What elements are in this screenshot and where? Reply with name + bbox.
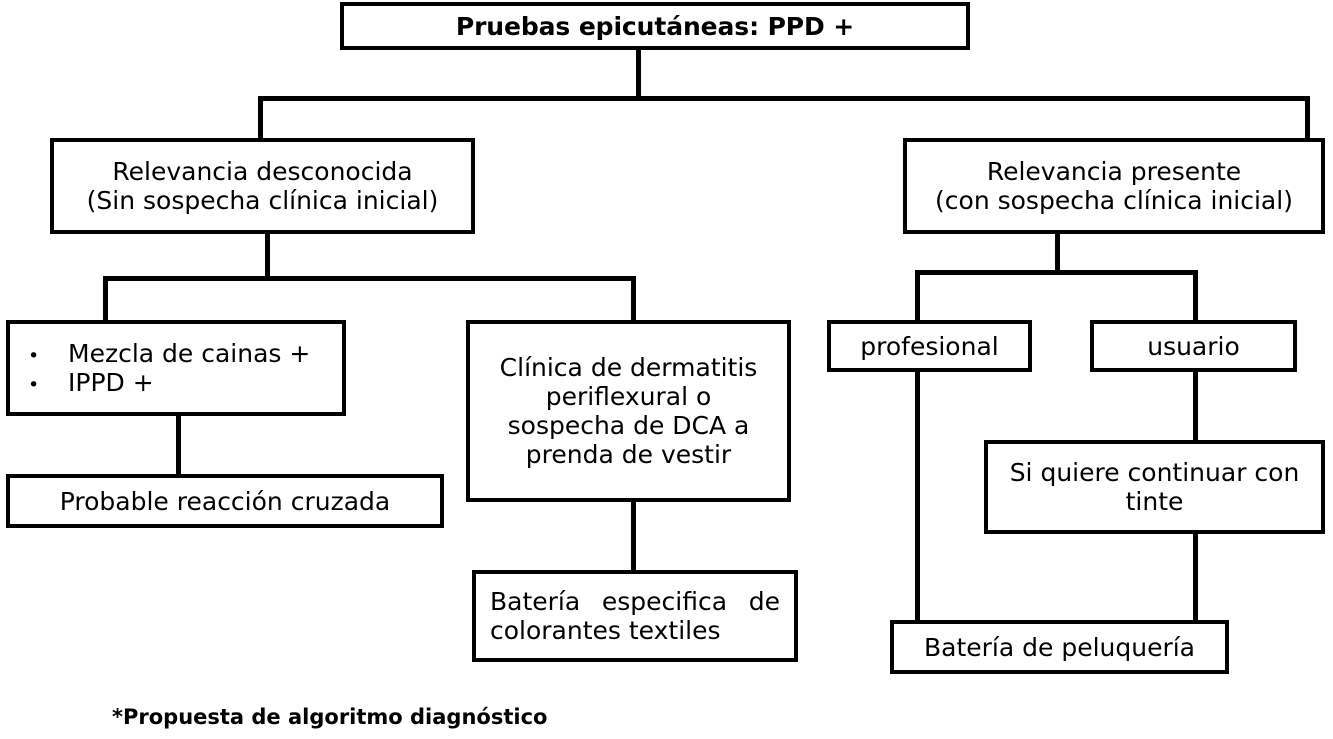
node-user-text: usuario bbox=[1147, 331, 1240, 361]
list-item: • Mezcla de cainas + bbox=[28, 339, 310, 368]
connector-left-sub-bus bbox=[103, 276, 636, 281]
bullet-item-text: Mezcla de cainas + bbox=[68, 339, 311, 368]
node-clinic-dermatitis-line2: periflexural o bbox=[545, 382, 712, 411]
node-relevance-unknown-line1: Relevancia desconocida bbox=[112, 157, 413, 186]
node-title-text: Pruebas epicutáneas: PPD + bbox=[455, 11, 855, 41]
node-relevance-present-line2: (con sospecha clínica inicial) bbox=[935, 186, 1293, 215]
node-professional[interactable]: profesional bbox=[827, 320, 1032, 372]
node-user[interactable]: usuario bbox=[1090, 320, 1297, 372]
connector-professional-to-hairdressing bbox=[915, 372, 920, 622]
connector-left-bus-to-clinic bbox=[631, 276, 636, 322]
connector-continue-dye-to-hairdressing bbox=[1193, 534, 1198, 622]
node-clinic-dermatitis-line4: prenda de vestir bbox=[525, 440, 732, 469]
node-clinic-dermatitis[interactable]: Clínica de dermatitis periflexural o sos… bbox=[466, 320, 791, 502]
node-relevance-unknown[interactable]: Relevancia desconocida (Sin sospecha clí… bbox=[50, 138, 475, 234]
node-continue-with-dye-line1: Si quiere continuar con bbox=[1009, 458, 1300, 487]
connector-clinic-to-textile-battery bbox=[631, 500, 636, 572]
connector-title-stem bbox=[636, 50, 641, 100]
connector-bus-to-right-branch bbox=[1305, 96, 1310, 141]
connector-right-bus-to-professional bbox=[915, 270, 920, 322]
node-probable-cross-reaction[interactable]: Probable reacción cruzada bbox=[6, 474, 444, 528]
node-hairdressing-battery[interactable]: Batería de peluquería bbox=[890, 620, 1229, 674]
node-textile-dye-battery-line2: colorantes textiles bbox=[490, 616, 721, 645]
connector-right-sub-bus bbox=[915, 270, 1198, 275]
bullet-icon: • bbox=[28, 345, 40, 367]
bullet-item-text: IPPD + bbox=[68, 368, 154, 397]
node-textile-dye-battery[interactable]: Batería especifica de colorantes textile… bbox=[472, 570, 798, 662]
node-clinic-dermatitis-line3: sospecha de DCA a bbox=[507, 411, 750, 440]
node-title-ppd-positive[interactable]: Pruebas epicutáneas: PPD + bbox=[340, 2, 970, 50]
node-relevance-present[interactable]: Relevancia presente (con sospecha clínic… bbox=[903, 138, 1325, 234]
list-item: • IPPD + bbox=[28, 368, 154, 397]
node-professional-text: profesional bbox=[860, 331, 999, 361]
connector-left-bus-to-bullets bbox=[103, 276, 108, 322]
connector-main-bus bbox=[258, 96, 1310, 101]
connector-user-to-continue-dye bbox=[1193, 372, 1198, 440]
connector-right-bus-to-user bbox=[1193, 270, 1198, 322]
bullet-icon: • bbox=[28, 374, 40, 396]
connector-right-branch-stem bbox=[1055, 232, 1060, 274]
node-clinic-dermatitis-line1: Clínica de dermatitis bbox=[499, 353, 758, 382]
node-relevance-present-line1: Relevancia presente bbox=[986, 157, 1242, 186]
node-continue-with-dye-line2: tinte bbox=[1125, 487, 1184, 516]
diagram-caption: *Propuesta de algoritmo diagnóstico bbox=[112, 705, 548, 729]
connector-bus-to-left-branch bbox=[258, 96, 263, 141]
node-continue-with-dye[interactable]: Si quiere continuar con tinte bbox=[984, 440, 1325, 534]
node-relevance-unknown-line2: (Sin sospecha clínica inicial) bbox=[86, 186, 439, 215]
connector-bullets-to-cross-reaction bbox=[176, 414, 181, 476]
node-positive-tests-list[interactable]: • Mezcla de cainas + • IPPD + bbox=[6, 320, 346, 416]
node-textile-dye-battery-line1: Batería especifica de bbox=[490, 587, 780, 616]
node-hairdressing-battery-text: Batería de peluquería bbox=[923, 632, 1196, 662]
node-probable-cross-reaction-text: Probable reacción cruzada bbox=[59, 486, 391, 516]
connector-left-branch-stem bbox=[265, 232, 270, 280]
